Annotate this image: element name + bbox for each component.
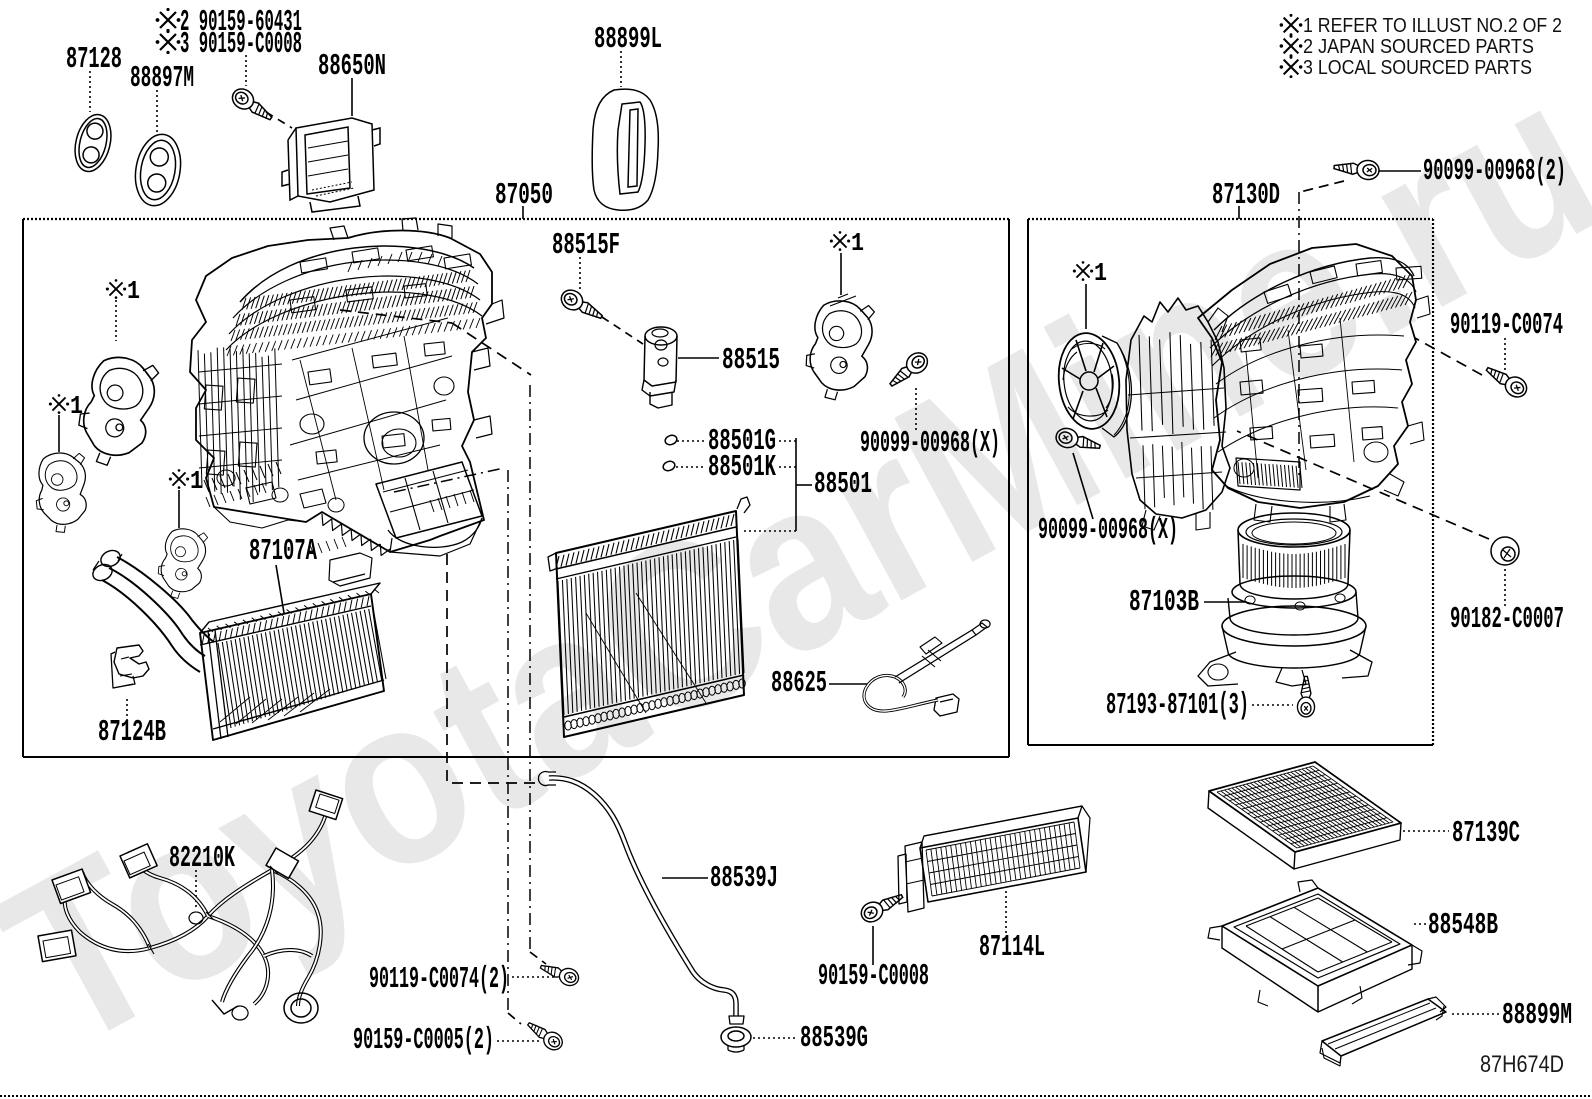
- svg-text:88899L: 88899L: [594, 22, 662, 57]
- svg-text:1: 1: [1094, 258, 1107, 288]
- svg-text:90099-00968(X): 90099-00968(X): [1038, 513, 1178, 548]
- svg-text:3 90159-C0008: 3 90159-C0008: [180, 27, 302, 62]
- svg-text:1 REFER TO ILLUST NO.2 OF 2: 1 REFER TO ILLUST NO.2 OF 2: [1303, 14, 1562, 37]
- svg-text:90159-C0008: 90159-C0008: [818, 959, 929, 994]
- svg-text:82210K: 82210K: [169, 841, 235, 876]
- svg-text:88515: 88515: [722, 343, 780, 378]
- svg-text:87128: 87128: [66, 42, 122, 77]
- svg-text:88501K: 88501K: [708, 450, 776, 485]
- svg-text:2 JAPAN SOURCED PARTS: 2 JAPAN SOURCED PARTS: [1303, 35, 1534, 58]
- svg-text:90159-C0005(2): 90159-C0005(2): [353, 1023, 494, 1058]
- svg-text:88897M: 88897M: [130, 61, 194, 96]
- svg-text:90099-00968(2): 90099-00968(2): [1423, 154, 1566, 189]
- svg-text:90119-C0074(2): 90119-C0074(2): [369, 962, 509, 997]
- svg-text:87139C: 87139C: [1452, 816, 1520, 851]
- svg-text:88501G: 88501G: [708, 424, 776, 459]
- svg-text:87130D: 87130D: [1212, 178, 1280, 213]
- svg-text:1: 1: [851, 228, 864, 258]
- svg-text:88539G: 88539G: [800, 1021, 868, 1056]
- svg-text:88625: 88625: [771, 666, 827, 701]
- svg-text:88548B: 88548B: [1428, 908, 1498, 943]
- svg-text:90119-C0074: 90119-C0074: [1450, 308, 1563, 343]
- svg-text:2 90159-60431: 2 90159-60431: [180, 5, 302, 40]
- svg-text:88501: 88501: [814, 467, 872, 502]
- svg-text:87193-87101(3): 87193-87101(3): [1106, 688, 1249, 723]
- svg-text:87107A: 87107A: [249, 534, 317, 569]
- svg-text:88515F: 88515F: [552, 228, 620, 263]
- svg-text:1: 1: [70, 391, 83, 421]
- svg-text:87H674D: 87H674D: [1480, 1051, 1564, 1078]
- svg-text:88539J: 88539J: [710, 861, 778, 896]
- svg-text:90182-C0007: 90182-C0007: [1450, 602, 1564, 637]
- svg-text:87124B: 87124B: [98, 715, 166, 750]
- svg-text:87050: 87050: [495, 178, 553, 213]
- svg-text:87114L: 87114L: [979, 930, 1045, 965]
- svg-text:1: 1: [190, 466, 203, 496]
- svg-text:3 LOCAL SOURCED PARTS: 3 LOCAL SOURCED PARTS: [1303, 56, 1532, 79]
- svg-text:1: 1: [127, 276, 140, 306]
- svg-text:87103B: 87103B: [1129, 585, 1199, 620]
- svg-text:88899M: 88899M: [1502, 998, 1572, 1033]
- svg-text:90099-00968(X): 90099-00968(X): [860, 426, 1000, 461]
- svg-text:88650N: 88650N: [318, 49, 386, 84]
